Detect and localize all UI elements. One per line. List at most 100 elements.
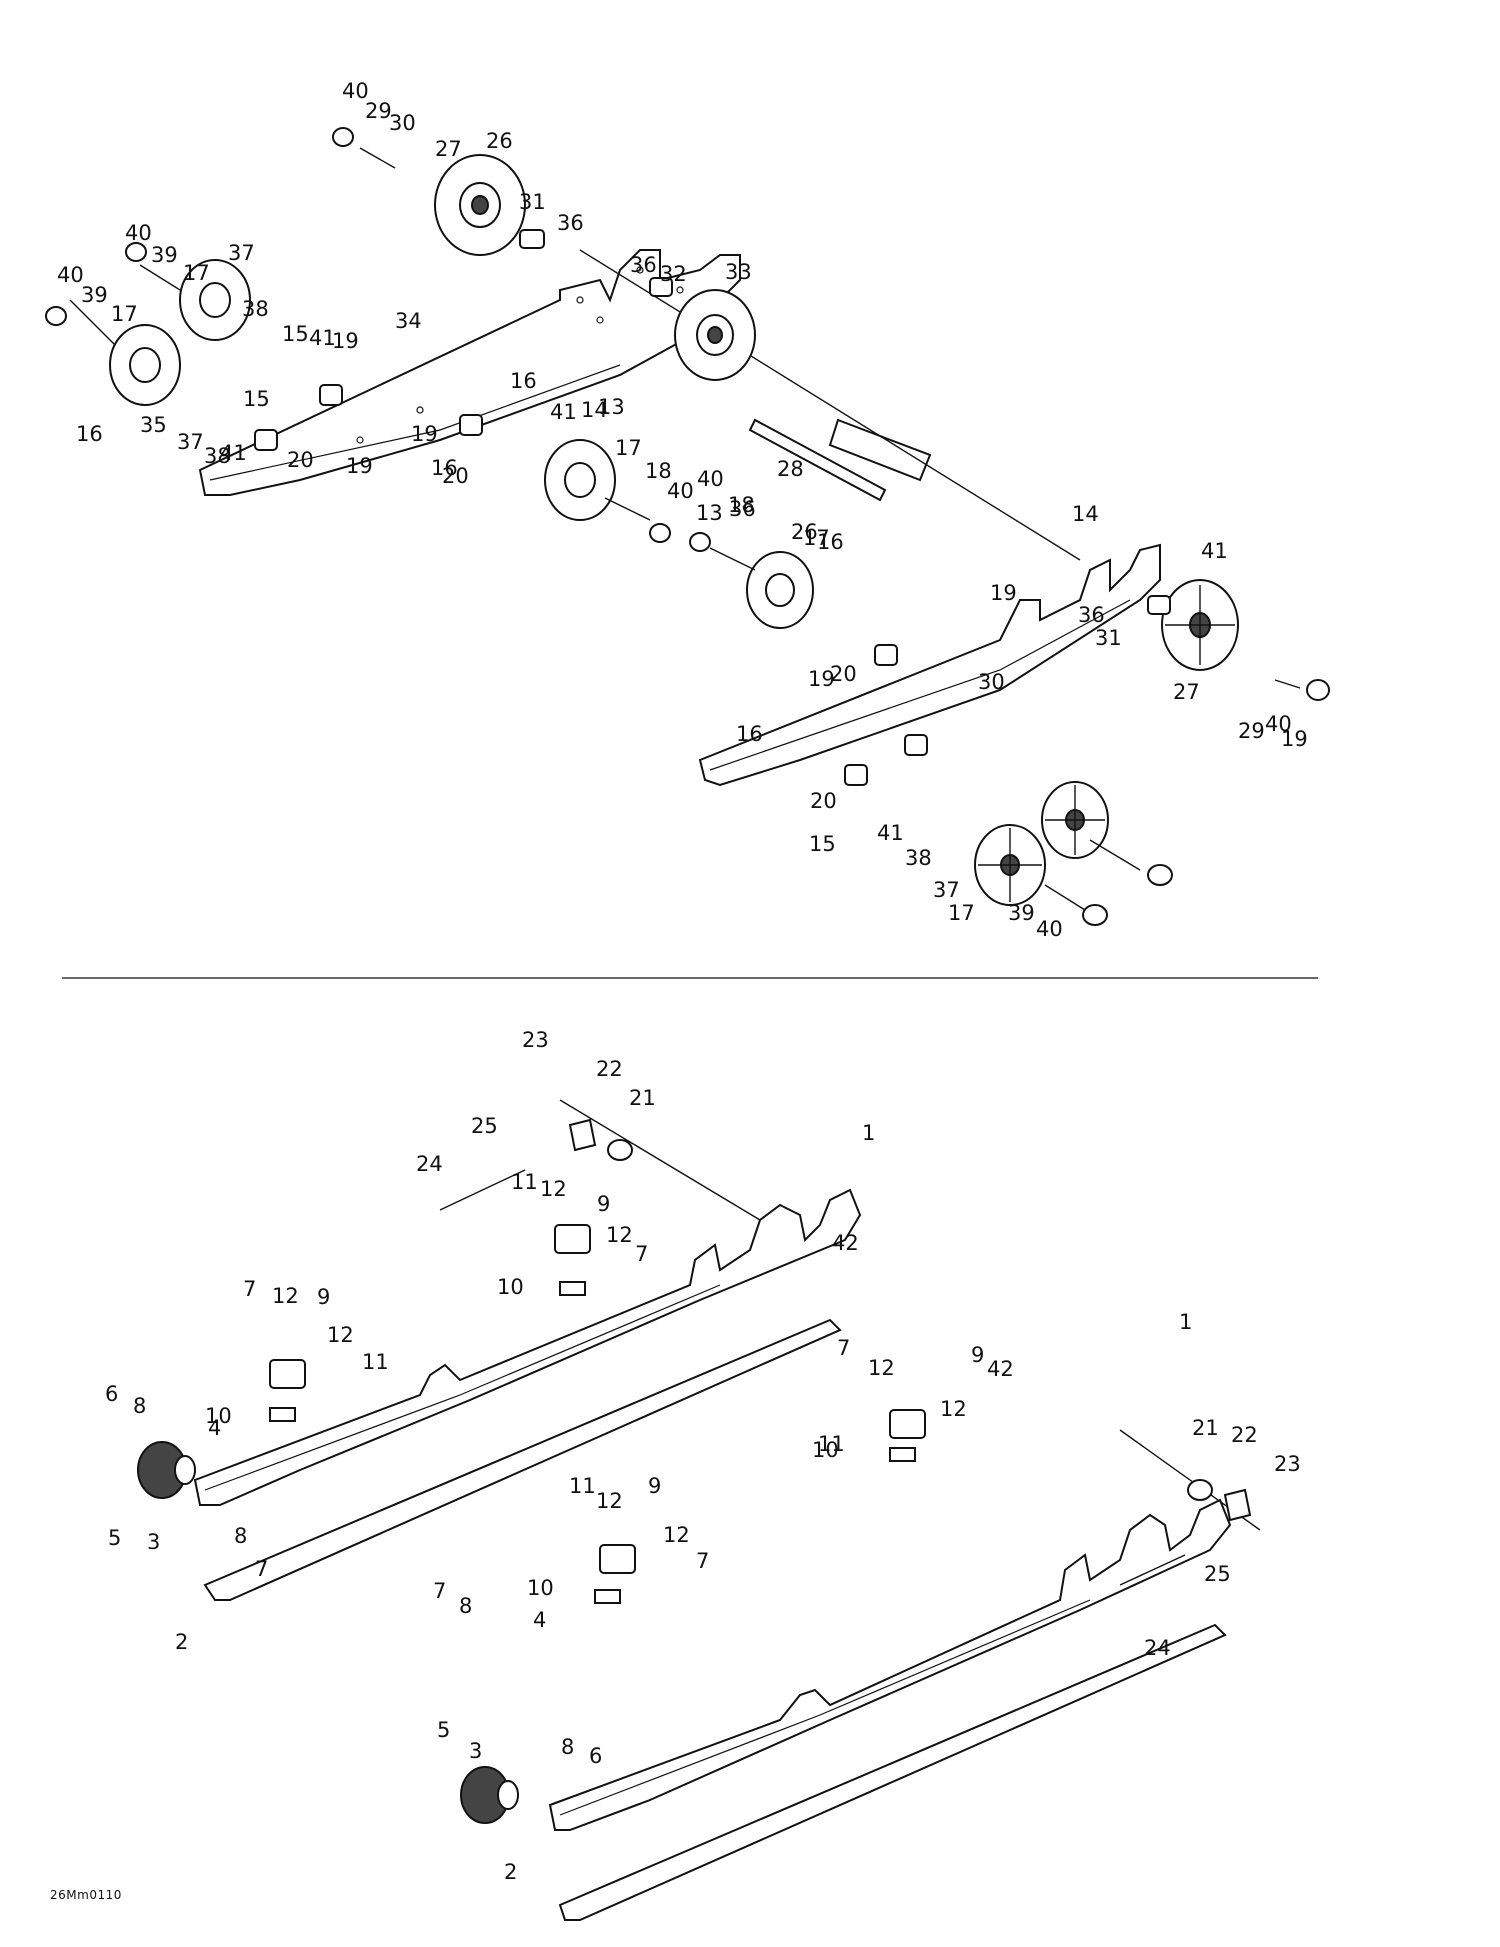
callout-upper-15: 15 [243, 387, 270, 411]
upper-bolts [69, 147, 1301, 911]
callout-lower-12: 12 [940, 1397, 967, 1421]
callout-upper-26: 26 [791, 520, 818, 544]
callout-upper-17: 17 [183, 261, 210, 285]
plate-22-top [568, 1118, 597, 1152]
callout-upper-37: 37 [177, 430, 204, 454]
callout-lower-25: 25 [1204, 1562, 1231, 1586]
callout-lower-22: 22 [596, 1057, 623, 1081]
callout-lower-42: 42 [987, 1357, 1014, 1381]
callout-lower-7: 7 [255, 1557, 268, 1581]
callout-lower-1: 1 [862, 1121, 875, 1145]
callout-upper-29: 29 [365, 99, 392, 123]
callout-lower-9: 9 [597, 1192, 610, 1216]
callout-lower-7: 7 [243, 1277, 256, 1301]
callout-lower-8: 8 [133, 1394, 146, 1418]
block-9-top [554, 1224, 591, 1254]
callout-lower-42: 42 [832, 1231, 859, 1255]
shaft-28 [748, 418, 887, 502]
wheel-13-left [544, 439, 616, 521]
callout-upper-39: 39 [1008, 901, 1035, 925]
callout-lower-8: 8 [459, 1594, 472, 1618]
callout-lower-11: 11 [362, 1350, 389, 1374]
callout-upper-31: 31 [1095, 626, 1122, 650]
callout-upper-17: 17 [948, 901, 975, 925]
callout-upper-20: 20 [442, 464, 469, 488]
callout-lower-9: 9 [648, 1474, 661, 1498]
callout-upper-26: 26 [486, 129, 513, 153]
wheel-33 [674, 289, 756, 381]
callout-upper-19: 19 [1281, 727, 1308, 751]
reference-code: 26Mm0110 [50, 1888, 122, 1902]
callout-lower-4: 4 [533, 1608, 546, 1632]
callout-upper-40: 40 [57, 263, 84, 287]
lower-rail-front [548, 1498, 1232, 1831]
callout-upper-19: 19 [346, 454, 373, 478]
callout-upper-13: 13 [598, 395, 625, 419]
block-9-bottom [599, 1544, 636, 1574]
callout-lower-5: 5 [437, 1718, 450, 1742]
callout-upper-36: 36 [729, 497, 756, 521]
callout-upper-41: 41 [550, 400, 577, 424]
callout-upper-27: 27 [435, 137, 462, 161]
callout-upper-30: 30 [389, 111, 416, 135]
callout-lower-11: 11 [569, 1474, 596, 1498]
callout-lower-10: 10 [205, 1404, 232, 1428]
callout-upper-34: 34 [395, 309, 422, 333]
callout-lower-23: 23 [522, 1028, 549, 1052]
callout-lower-1: 1 [1179, 1310, 1192, 1334]
lower-rail-back [193, 1188, 862, 1506]
wheel-37-right-b [974, 824, 1046, 906]
callout-upper-39: 39 [151, 243, 178, 267]
callout-upper-41: 41 [1201, 539, 1228, 563]
wheel-26-right [1161, 579, 1239, 671]
callout-upper-15: 15 [282, 322, 309, 346]
bumper-5-left [137, 1441, 196, 1499]
callout-lower-12: 12 [868, 1356, 895, 1380]
callout-lower-2: 2 [504, 1860, 517, 1884]
callout-lower-21: 21 [1192, 1416, 1219, 1440]
callout-upper-40: 40 [125, 221, 152, 245]
callout-upper-13: 13 [696, 501, 723, 525]
callout-lower-10: 10 [497, 1275, 524, 1299]
callout-lower-21: 21 [629, 1086, 656, 1110]
callout-upper-40: 40 [697, 467, 724, 491]
bushings [254, 229, 1171, 786]
callout-upper-41: 41 [309, 326, 336, 350]
callout-lower-24: 24 [416, 1152, 443, 1176]
callout-upper-38: 38 [905, 846, 932, 870]
callout-lower-11: 11 [511, 1170, 538, 1194]
callout-lower-11: 11 [818, 1432, 845, 1456]
bolt-24-bottom [1119, 1554, 1186, 1586]
lower-assembly [137, 1099, 1261, 1921]
callout-lower-10: 10 [812, 1438, 839, 1462]
callout-lower-12: 12 [272, 1284, 299, 1308]
wheel-26-top [434, 154, 526, 256]
upper-assembly [45, 127, 1330, 926]
callout-upper-16: 16 [736, 722, 763, 746]
callout-upper-36: 36 [630, 253, 657, 277]
wheel-37-right-a [1041, 781, 1109, 859]
callout-upper-32: 32 [660, 262, 687, 286]
plate-21-top [607, 1139, 633, 1161]
callout-upper-19: 19 [411, 422, 438, 446]
callout-upper-20: 20 [810, 789, 837, 813]
cross-shaft [828, 418, 932, 482]
callout-lower-12: 12 [596, 1489, 623, 1513]
callout-lower-12: 12 [606, 1223, 633, 1247]
callout-lower-5: 5 [108, 1526, 121, 1550]
callout-upper-35: 35 [140, 413, 167, 437]
callout-upper-36: 36 [557, 211, 584, 235]
callout-upper-14: 14 [1072, 502, 1099, 526]
callout-upper-38: 38 [204, 444, 231, 468]
callout-upper-19: 19 [990, 581, 1017, 605]
callout-upper-40: 40 [1265, 712, 1292, 736]
slide-front [558, 1623, 1227, 1921]
callout-upper-16: 16 [76, 422, 103, 446]
callout-lower-12: 12 [327, 1323, 354, 1347]
wheel-37-left-a [179, 259, 251, 341]
callout-upper-40: 40 [342, 79, 369, 103]
callout-lower-7: 7 [635, 1242, 648, 1266]
plate-22-bottom [1223, 1488, 1252, 1522]
